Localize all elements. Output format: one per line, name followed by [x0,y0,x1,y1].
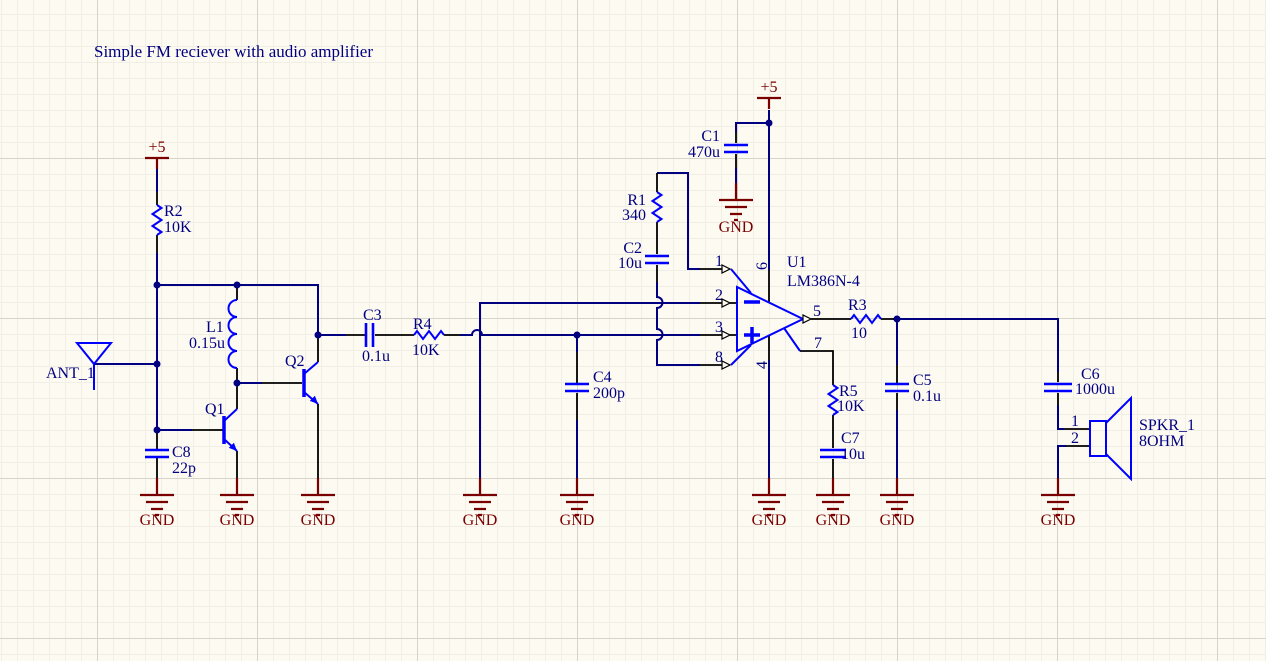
vcc-port-right[interactable]: +5 [755,79,783,111]
svg-text:GND: GND [1041,512,1076,529]
u1-pin2-arrow [721,298,732,308]
u1-pin5-arrow [802,314,813,324]
q2-ref: Q2 [285,353,305,370]
gnd-port-c8[interactable]: GND [138,476,176,529]
capacitor-c6[interactable]: C6 1000u [1044,366,1115,398]
capacitor-c8[interactable]: C8 22p [145,444,196,477]
u1-pin5-number: 5 [813,303,821,320]
r1-ref: R1 [627,192,646,209]
c6-value: 1000u [1075,381,1115,398]
capacitor-c1[interactable]: C1 470u [688,128,748,161]
gnd-port-c7[interactable]: GND [814,476,852,529]
svg-text:GND: GND [140,512,175,529]
spkr1-pin1-number: 1 [1071,413,1079,430]
capacitor-c2[interactable]: C2 10u [618,240,669,272]
c4-ref: C4 [593,369,612,386]
u1-pin1-number: 1 [715,253,723,270]
gnd-port-c1[interactable]: GND [717,181,755,236]
svg-text:GND: GND [301,512,336,529]
r3-value: 10 [851,325,867,342]
ant1-ref: ANT_1 [46,365,95,382]
c7-ref: C7 [841,430,860,447]
r4-value: 10K [412,342,440,359]
u1-pin6-number: 6 [754,262,771,270]
resistor-r5[interactable]: R5 10K [826,383,866,416]
svg-text:GND: GND [880,512,915,529]
r2-ref: R2 [164,203,183,220]
gnd-port-u1[interactable]: GND [750,476,788,529]
svg-text:GND: GND [816,512,851,529]
q1-ref: Q1 [205,401,225,418]
c6-ref: C6 [1081,366,1100,383]
gnd-port-c5[interactable]: GND [878,476,916,529]
c3-ref: C3 [363,307,382,324]
u1-pin3-arrow [721,330,732,340]
svg-text:GND: GND [752,512,787,529]
r1-value: 340 [622,207,646,224]
c5-ref: C5 [913,372,932,389]
r3-ref: R3 [848,297,867,314]
vcc-port-left[interactable]: +5 [143,139,171,171]
u1-ref: U1 [787,254,807,271]
u1-pin8-number: 8 [715,349,723,366]
speaker-spkr1[interactable]: SPKR_1 8OHM 1 2 [1071,395,1195,482]
u1-pin2-number: 2 [715,287,723,304]
r2-value: 10K [164,219,192,236]
u1-pin4-number: 4 [754,361,771,369]
spkr1-ref: SPKR_1 [1139,417,1195,434]
antenna-ant1[interactable]: ANT_1 [46,342,114,390]
vcc-left-label: +5 [148,139,165,156]
opamp-u1[interactable]: U1 LM386N-4 1 2 3 8 5 7 6 4 [715,253,860,370]
l1-ref: L1 [206,319,224,336]
c8-value: 22p [172,460,196,477]
capacitor-c5[interactable]: C5 0.1u [885,372,941,405]
wires[interactable] [94,110,1066,478]
c1-value: 470u [688,144,720,161]
c2-ref: C2 [623,240,642,257]
r5-ref: R5 [839,383,858,400]
transistor-q2[interactable]: Q2 [285,353,319,405]
gnd-port-q1[interactable]: GND [218,476,256,529]
c1-ref: C1 [701,128,720,145]
resistor-r2[interactable]: R2 10K [150,203,193,236]
gnd-port-spkr[interactable]: GND [1039,476,1077,529]
capacitor-c3[interactable]: C3 0.1u [362,307,390,365]
c8-ref: C8 [172,444,191,461]
svg-text:GND: GND [719,219,754,236]
c4-value: 200p [593,385,625,402]
resistor-r4[interactable]: R4 10K [412,316,445,359]
svg-text:GND: GND [560,512,595,529]
capacitor-c7[interactable]: C7 10u [820,430,865,463]
resistor-r3[interactable]: R3 10 [848,297,882,342]
svg-text:GND: GND [463,512,498,529]
c3-value: 0.1u [362,348,390,365]
r5-value: 10K [837,398,865,415]
schematic-title: Simple FM reciever with audio amplifier [94,42,373,61]
c5-value: 0.1u [913,388,941,405]
u1-pin8-arrow [721,360,732,370]
capacitor-c4[interactable]: C4 200p [565,369,625,402]
gnd-port-q2[interactable]: GND [299,476,337,529]
c2-value: 10u [618,255,642,272]
u1-value: LM386N-4 [787,273,860,290]
u1-pin1-arrow [721,264,732,274]
svg-text:GND: GND [220,512,255,529]
transistor-q1[interactable]: Q1 [205,401,238,452]
resistor-r1[interactable]: R1 340 [622,191,664,224]
c7-value: 10u [841,446,865,463]
u1-pin3-number: 3 [715,319,723,336]
r4-ref: R4 [413,316,432,333]
u1-pin7-number: 7 [814,335,822,352]
spkr1-pin2-number: 2 [1071,430,1079,447]
gnd-port-c4[interactable]: GND [558,476,596,529]
vcc-right-label: +5 [760,79,777,96]
inductor-l1[interactable]: L1 0.15u [189,299,238,369]
spkr1-value: 8OHM [1139,433,1184,450]
gnd-port-in[interactable]: GND [461,476,499,529]
l1-value: 0.15u [189,335,225,352]
pins [156,132,1090,478]
junction-dots [153,119,901,434]
